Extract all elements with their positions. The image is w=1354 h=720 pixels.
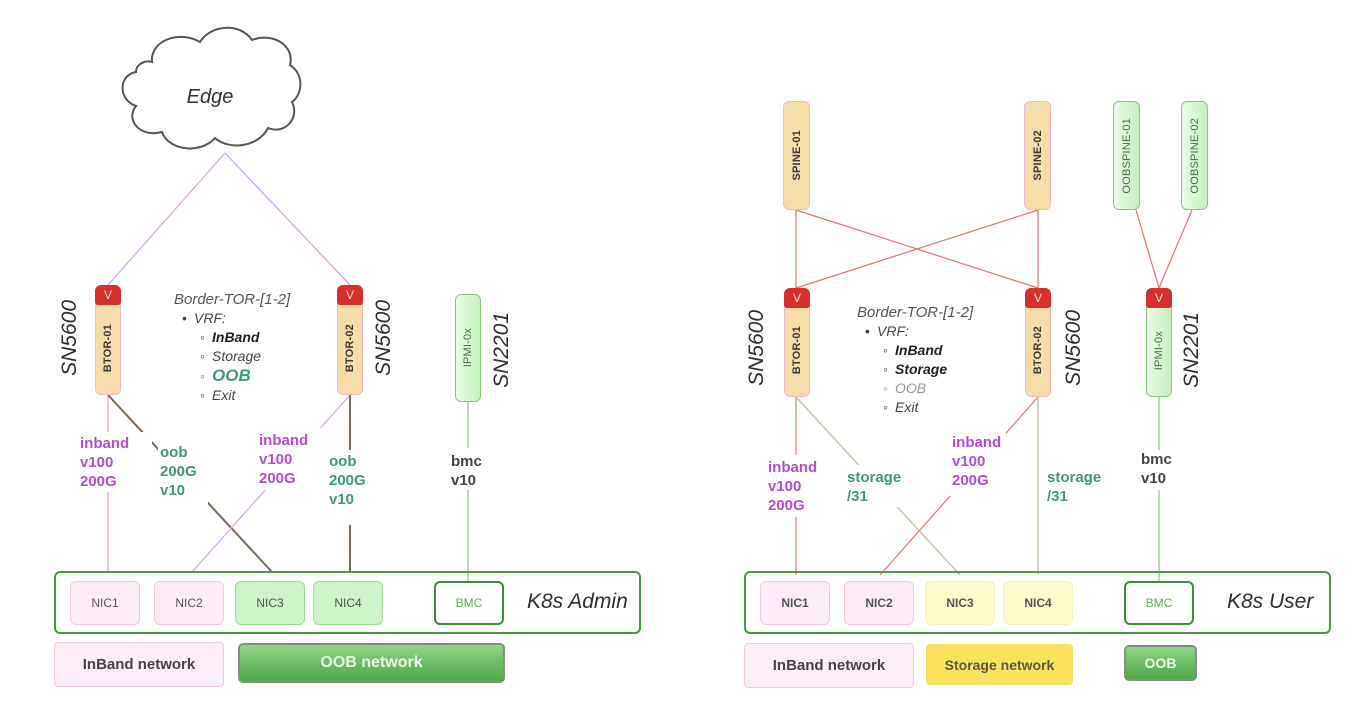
switch-head-badge: V — [1146, 288, 1172, 308]
nic-1[interactable]: NIC1 — [760, 581, 830, 625]
switch-btor-01[interactable]: V BTOR-01 — [784, 288, 810, 397]
legend-oob: OOB — [1124, 645, 1197, 681]
switch-head-badge: V — [337, 285, 363, 305]
switch-label: BTOR-01 — [791, 326, 803, 375]
bmc-port[interactable]: BMC — [434, 581, 504, 625]
nic-3[interactable]: NIC3 — [235, 581, 305, 625]
vrf-title: Border-TOR-[1-2] — [857, 304, 974, 321]
link-label-storage: storage/31 — [847, 469, 902, 505]
spine-02[interactable]: SPINE-02 — [1024, 101, 1051, 210]
host-name: K8s Admin — [527, 590, 628, 613]
switch-label: IPMI-0x — [462, 328, 474, 368]
switch-label: BTOR-02 — [1032, 326, 1044, 375]
bmc-port[interactable]: BMC — [1124, 581, 1194, 625]
vrf-item: Exit — [212, 387, 236, 403]
oobspine-01[interactable]: OOBSPINE-01 — [1113, 101, 1140, 210]
vrf-item: InBand — [212, 329, 260, 345]
vrf-bullet: VRF: — [877, 323, 909, 339]
edge-cloud-label: Edge — [186, 86, 234, 108]
switch-model-label: SN5600 — [745, 310, 768, 386]
spine-label: SPINE-02 — [1031, 130, 1044, 181]
switch-head-badge: V — [784, 288, 810, 308]
vrf-item: OOB — [895, 380, 927, 396]
wire-oobspine01-ipmi — [1135, 209, 1160, 289]
wire-edge-btor01 — [107, 152, 226, 286]
host-k8s-admin — [54, 571, 641, 634]
legend-inband-network: InBand network — [744, 643, 914, 688]
switch-btor-02[interactable]: V BTOR-02 — [1025, 288, 1051, 397]
legend-inband-network: InBand network — [54, 642, 224, 687]
switch-model-label: SN2201 — [490, 312, 513, 388]
wire-spine02-btor01 — [795, 209, 1039, 289]
switch-ipmi-0x[interactable]: V IPMI-0x — [1146, 288, 1172, 397]
vrf-description: Border-TOR-[1-2] •VRF: ◦InBand ◦Storage … — [857, 304, 974, 415]
switch-model-label: SN5600 — [1062, 310, 1085, 386]
vrf-title: Border-TOR-[1-2] — [174, 291, 291, 308]
wire-oobspine02-ipmi — [1158, 209, 1193, 289]
vrf-description: Border-TOR-[1-2] •VRF: ◦InBand ◦Storage … — [174, 291, 291, 403]
vrf-bullet: VRF: — [194, 310, 226, 326]
oobspine-02[interactable]: OOBSPINE-02 — [1181, 101, 1208, 210]
vrf-item: Storage — [895, 361, 948, 377]
nic-1[interactable]: NIC1 — [70, 581, 140, 625]
nic-2[interactable]: NIC2 — [844, 581, 914, 625]
switch-model-label: SN5600 — [58, 300, 81, 376]
spine-01[interactable]: SPINE-01 — [783, 101, 810, 210]
switch-label: BTOR-01 — [102, 323, 114, 373]
switch-ipmi-0x[interactable]: IPMI-0x — [455, 294, 481, 402]
spine-label: OOBSPINE-01 — [1120, 117, 1133, 194]
switch-head-badge: V — [1025, 288, 1051, 308]
nic-4[interactable]: NIC4 — [313, 581, 383, 625]
switch-btor-02[interactable]: V BTOR-02 — [337, 285, 363, 395]
edge-cloud-shape — [121, 26, 302, 150]
switch-btor-01[interactable]: V BTOR-01 — [95, 285, 121, 395]
nic-2[interactable]: NIC2 — [154, 581, 224, 625]
link-label-storage: storage/31 — [1047, 469, 1102, 505]
switch-label: IPMI-0x — [1153, 330, 1165, 371]
host-k8s-user — [744, 571, 1331, 634]
nic-4[interactable]: NIC4 — [1003, 581, 1073, 625]
switch-head-badge: V — [95, 285, 121, 305]
legend-oob-network: OOB network — [238, 643, 505, 683]
vrf-item: InBand — [895, 342, 943, 358]
nic-3[interactable]: NIC3 — [925, 581, 995, 625]
vrf-item: Exit — [895, 399, 919, 415]
wire-edge-btor02 — [224, 152, 351, 286]
legend-storage-network: Storage network — [926, 644, 1073, 685]
spine-label: OOBSPINE-02 — [1188, 117, 1201, 194]
spine-label: SPINE-01 — [790, 130, 803, 181]
switch-model-label: SN2201 — [1180, 312, 1203, 388]
vrf-item: OOB — [212, 366, 251, 385]
switch-label: BTOR-02 — [344, 323, 356, 373]
host-name: K8s User — [1227, 590, 1314, 613]
switch-model-label: SN5600 — [372, 300, 395, 376]
vrf-item: Storage — [212, 348, 262, 364]
